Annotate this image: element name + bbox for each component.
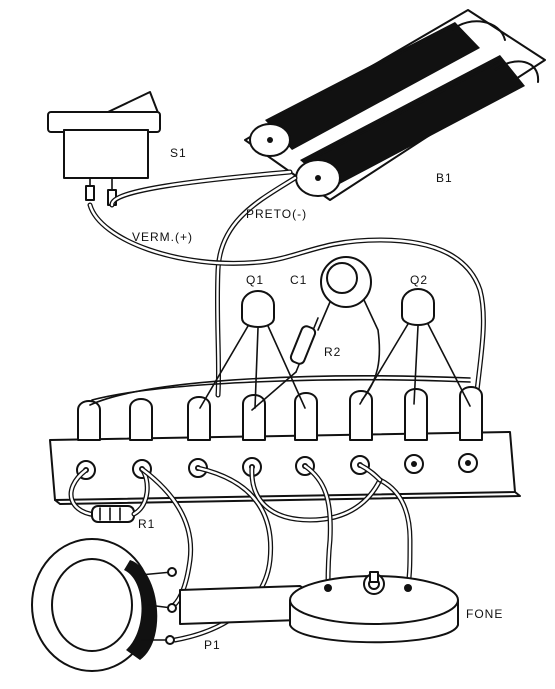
transistor-q2	[359, 288, 471, 407]
capacitor-c1	[317, 256, 381, 401]
terminal-strip	[49, 375, 521, 505]
label-p1: P1	[204, 638, 221, 652]
label-s1: S1	[170, 146, 187, 160]
label-b1: B1	[436, 171, 453, 185]
label-q2: Q2	[410, 273, 428, 287]
solder-lugs	[77, 386, 483, 441]
earphone-fone	[289, 571, 459, 644]
battery-b1	[244, 9, 546, 201]
lower-wires	[139, 462, 413, 643]
potentiometer-p1	[31, 538, 310, 672]
label-preto: PRETO(-)	[246, 207, 307, 221]
strip-screws	[76, 453, 478, 480]
transistor-q1	[199, 290, 306, 409]
resistor-r2	[251, 317, 319, 411]
label-r2: R2	[324, 345, 341, 359]
label-verm: VERM.(+)	[132, 230, 193, 244]
label-q1: Q1	[246, 273, 264, 287]
label-c1: C1	[290, 273, 307, 287]
label-r1: R1	[138, 517, 155, 531]
label-fone: FONE	[466, 607, 503, 621]
battery-wires	[87, 169, 486, 403]
